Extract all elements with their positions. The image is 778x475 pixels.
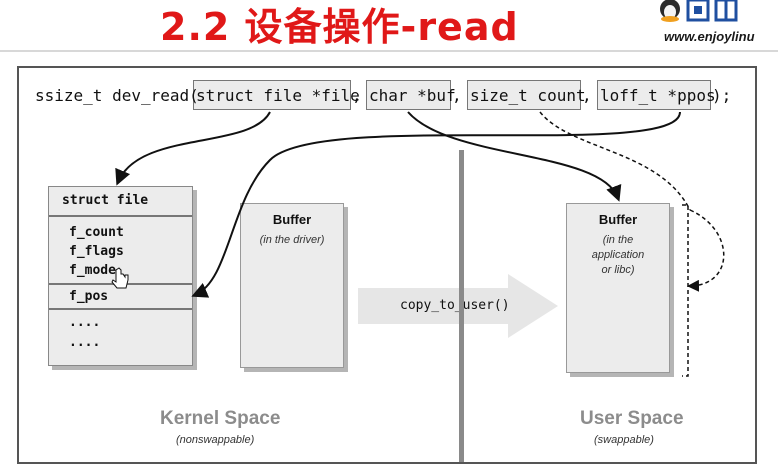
param-count-box bbox=[467, 80, 581, 110]
struct-divider bbox=[49, 308, 192, 310]
space-divider bbox=[459, 150, 464, 462]
kernel-buffer-subtitle: (in the driver) bbox=[259, 234, 325, 246]
param-file-box bbox=[193, 80, 351, 110]
site-url: www.enjoylinu bbox=[664, 29, 755, 44]
param-ppos-box bbox=[597, 80, 711, 110]
logo-icon bbox=[660, 0, 738, 22]
struct-file-box: struct file f_count f_flags f_mode f_pos… bbox=[48, 186, 193, 366]
signature-prefix: ssize_t dev_read( bbox=[35, 86, 199, 105]
field-f-flags: f_flags bbox=[69, 244, 124, 259]
kernel-space-subtitle: (nonswappable) bbox=[176, 434, 255, 446]
field-f-count: f_count bbox=[69, 225, 124, 240]
field-ellipsis-2: .... bbox=[69, 335, 101, 350]
user-buffer-subtitle: (in the application or libc) bbox=[567, 233, 669, 278]
user-space-subtitle: (swappable) bbox=[594, 434, 654, 446]
param-buf: char *buf bbox=[369, 86, 456, 105]
struct-divider bbox=[49, 283, 192, 285]
param-buf-box bbox=[366, 80, 451, 110]
struct-divider bbox=[49, 215, 192, 217]
param-ppos: loff_t *ppos bbox=[600, 86, 716, 105]
comma-2: , bbox=[452, 86, 462, 105]
comma-3: , bbox=[582, 86, 592, 105]
signature-suffix: ); bbox=[712, 86, 732, 105]
user-buffer-subtitle-line: (in the bbox=[602, 234, 634, 246]
field-ellipsis-1: .... bbox=[69, 315, 101, 330]
user-buffer-title: Buffer bbox=[598, 212, 638, 227]
user-space-title: User Space bbox=[580, 408, 684, 429]
slide-title: 2.2 设备操作-read bbox=[160, 5, 519, 49]
struct-file-title: struct file bbox=[62, 193, 149, 208]
user-buffer-box: Buffer (in the application or libc) bbox=[566, 203, 670, 373]
kernel-buffer-box: Buffer (in the driver) bbox=[240, 203, 344, 368]
param-file: struct file *file bbox=[196, 86, 360, 105]
user-buffer-subtitle-line: or libc) bbox=[601, 264, 635, 276]
comma-1: , bbox=[352, 86, 362, 105]
field-f-pos: f_pos bbox=[69, 289, 109, 304]
user-buffer-subtitle-line: application bbox=[591, 249, 645, 261]
kernel-buffer-title: Buffer bbox=[272, 212, 312, 227]
header-divider bbox=[0, 50, 778, 52]
param-count: size_t count bbox=[470, 86, 586, 105]
copy-to-user-label: copy_to_user() bbox=[400, 298, 510, 313]
field-f-mode: f_mode bbox=[69, 263, 116, 278]
kernel-space-title: Kernel Space bbox=[160, 408, 281, 429]
